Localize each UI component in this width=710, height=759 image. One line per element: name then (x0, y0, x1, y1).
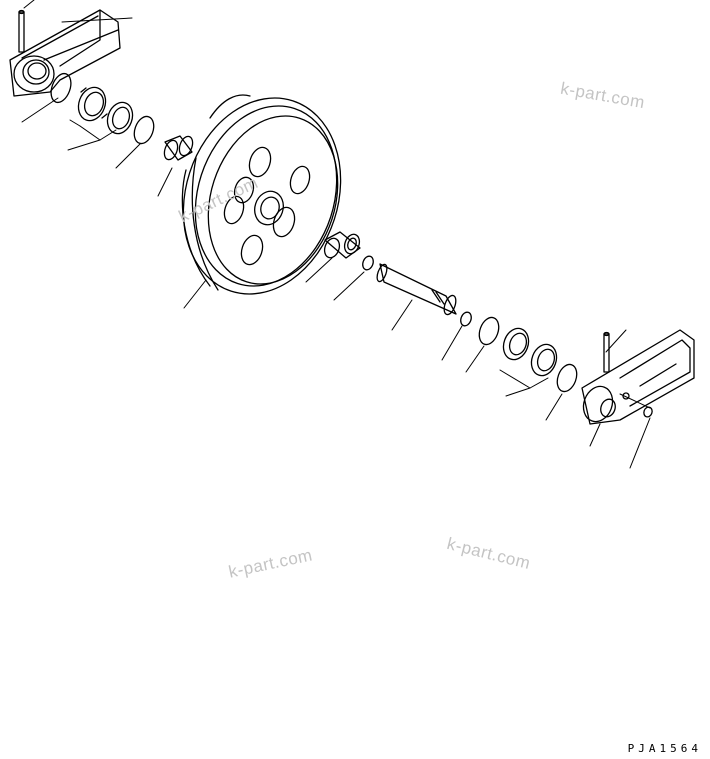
left-seal-collar-1 (77, 86, 108, 122)
left-bushing (163, 135, 194, 161)
left-seal-collar-2 (106, 101, 134, 135)
idler-wheel (181, 94, 342, 295)
wheel-lightening-holes (223, 146, 311, 266)
left-o-ring-1 (50, 72, 72, 104)
shaft-snap-ring (362, 255, 374, 271)
right-o-ring-2 (556, 363, 578, 393)
right-o-ring-small (460, 311, 472, 327)
right-roll-pin (603, 331, 610, 373)
idler-shaft (376, 263, 457, 316)
left-o-ring-2 (133, 115, 155, 145)
grease-fitting (643, 406, 653, 418)
left-roll-pin (18, 9, 25, 53)
right-bushing (323, 231, 361, 259)
right-seal-collar-2 (530, 343, 558, 377)
right-yoke-bracket (581, 329, 695, 425)
right-o-ring-1 (478, 316, 500, 346)
right-seal-collar-1 (502, 327, 530, 361)
drawing-code: PJA1564 (627, 742, 702, 755)
callout-leader-lines (21, 0, 651, 469)
left-yoke-bracket (9, 9, 121, 97)
